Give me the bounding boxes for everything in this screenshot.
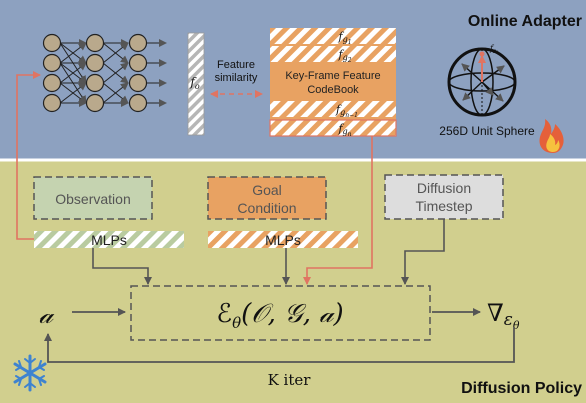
timestep-to-denoiser-arrow — [401, 219, 445, 285]
codebook-row-g2 — [270, 46, 396, 62]
diffusion-timestep-box — [384, 174, 504, 220]
goal-condition-label-1: Goal — [252, 182, 282, 198]
codebook-row-g1 — [270, 28, 396, 44]
observation-to-denoiser-arrow — [92, 248, 152, 285]
observation-label: Observation — [55, 191, 130, 207]
neural-network-icon — [42, 33, 167, 113]
goal-condition-label-2: Condition — [237, 200, 296, 216]
action-symbol: 𝒶 — [39, 300, 55, 330]
snowflake-icon — [13, 354, 47, 392]
codebook-row-gn — [269, 119, 397, 137]
observation-box — [33, 176, 153, 220]
codebook-label-2: CodeBook — [307, 84, 359, 96]
observation-to-fo-arrow — [16, 71, 41, 240]
codebook-entry-g2: fg2 — [337, 48, 351, 64]
denoiser-expression: ℰθ(𝒪, 𝒢, 𝒶) — [216, 299, 343, 332]
codebook-entry-g1: fg1 — [337, 30, 351, 46]
goal-mlp-label: MLPs — [265, 232, 301, 248]
keyframe-codebook — [269, 28, 397, 137]
diffusion-timestep-label-1: Diffusion — [417, 180, 471, 196]
codebook-label-1: Key-Frame Feature — [285, 70, 380, 82]
sphere-point-label: fs₁ — [489, 44, 498, 55]
diffusion-timestep-label-2: Timestep — [415, 198, 472, 214]
fo-label: fo — [189, 75, 199, 91]
codebook-to-denoiser-arrow — [303, 136, 373, 285]
diffusion-policy-title: Diffusion Policy — [461, 380, 582, 397]
codebook-entry-gn: fgn — [337, 122, 351, 138]
codebook-entry-gn1: fgn−1 — [335, 103, 358, 119]
denoiser-box — [130, 285, 431, 341]
flame-icon — [539, 119, 564, 153]
codebook-row-gn1 — [270, 101, 396, 117]
observation-mlp-label: MLPs — [91, 232, 127, 248]
unit-sphere-icon — [447, 47, 517, 117]
goal-mlp-bar — [208, 231, 358, 248]
sphere-label: 256D Unit Sphere — [439, 124, 535, 138]
fo-feature-bar — [187, 32, 205, 136]
goal-condition-box — [207, 176, 327, 220]
k-iter-loop-arrow — [44, 327, 515, 363]
online-adapter-title: Online Adapter — [468, 13, 582, 30]
gradient-output: ∇εθ — [487, 299, 520, 332]
k-iter-label: K iter — [268, 371, 312, 389]
feature-similarity-label-2: similarity — [215, 72, 258, 84]
observation-mlp-bar — [34, 231, 184, 248]
feature-similarity-label-1: Feature — [217, 59, 255, 71]
